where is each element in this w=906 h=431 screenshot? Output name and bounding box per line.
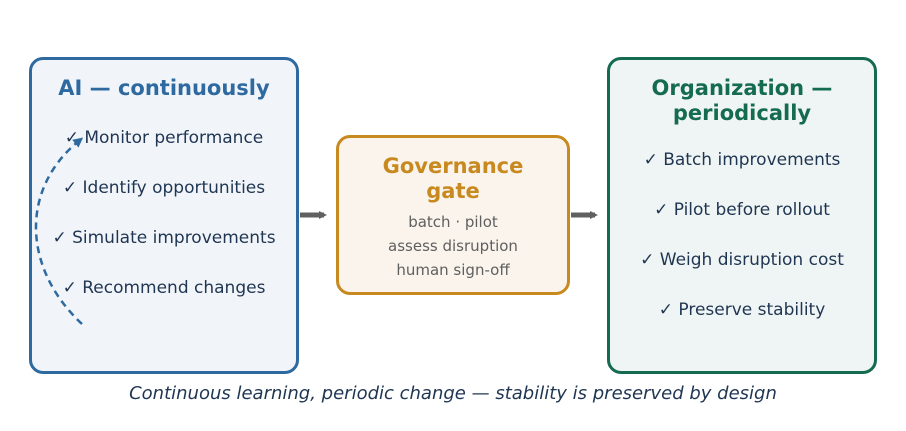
org-box-title: Organization — periodically bbox=[610, 76, 874, 126]
gate-title-line1: Governance bbox=[382, 154, 524, 178]
gate-line-batch-pilot: batch · pilot bbox=[408, 213, 498, 231]
governance-gate-box: Governance gate batch · pilot assess dis… bbox=[336, 135, 570, 295]
org-item-preserve: ✓ Preserve stability bbox=[658, 300, 826, 320]
org-item-pilot: ✓ Pilot before rollout bbox=[654, 200, 830, 220]
org-title-line2: periodically bbox=[672, 101, 812, 125]
ai-item-simulate: ✓ Simulate improvements bbox=[52, 228, 276, 248]
org-item-weigh: ✓ Weigh disruption cost bbox=[640, 250, 844, 270]
ai-item-identify: ✓ Identify opportunities bbox=[62, 178, 266, 198]
gate-title-line2: gate bbox=[426, 179, 480, 203]
ai-item-monitor: ✓ Monitor performance bbox=[64, 128, 264, 148]
diagram-caption: Continuous learning, periodic change — s… bbox=[129, 383, 777, 404]
gate-box-title: Governance gate bbox=[339, 154, 567, 204]
feedback-loop-arrow bbox=[34, 137, 84, 325]
gate-line-assess-disruption: assess disruption bbox=[388, 237, 518, 255]
org-item-batch: ✓ Batch improvements bbox=[643, 150, 841, 170]
org-title-line1: Organization — bbox=[651, 76, 833, 100]
ai-item-recommend: ✓ Recommend changes bbox=[62, 278, 266, 298]
organization-periodically-box: Organization — periodically ✓ Batch impr… bbox=[607, 57, 877, 374]
ai-continuously-box: AI — continuously ✓ Monitor performance … bbox=[29, 57, 299, 374]
gate-line-human-signoff: human sign-off bbox=[396, 261, 510, 279]
ai-box-title: AI — continuously bbox=[58, 76, 270, 100]
